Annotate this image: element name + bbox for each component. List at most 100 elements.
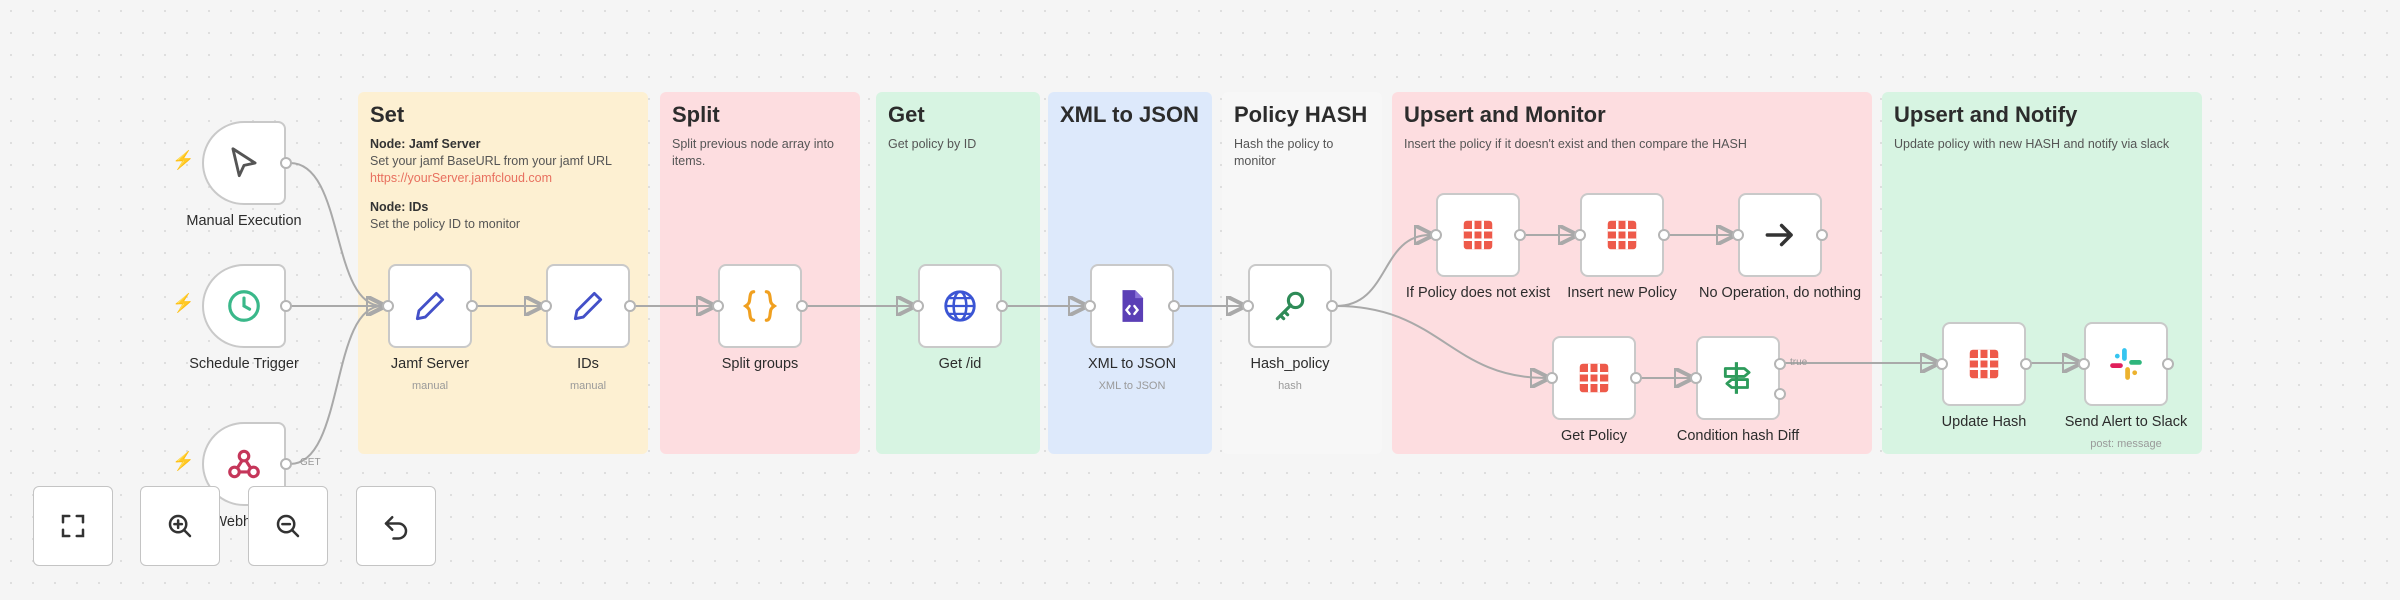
- input-port[interactable]: [382, 300, 394, 312]
- input-port[interactable]: [1084, 300, 1096, 312]
- output-port[interactable]: [1816, 229, 1828, 241]
- sticky-title: Set: [370, 102, 405, 127]
- node-no-operation[interactable]: [1732, 193, 1828, 277]
- node-xml-to-json[interactable]: [1084, 264, 1180, 348]
- output-port[interactable]: [280, 157, 292, 169]
- zoom-out-icon: [276, 514, 300, 538]
- node-split-groups[interactable]: [712, 264, 808, 348]
- table-icon: [1607, 220, 1637, 250]
- output-port[interactable]: [796, 300, 808, 312]
- table-icon: [1579, 363, 1609, 393]
- slack-icon: [2110, 348, 2142, 380]
- output-port[interactable]: [1168, 300, 1180, 312]
- input-port[interactable]: [540, 300, 552, 312]
- sticky-title: Upsert and Notify: [1894, 102, 2078, 127]
- input-port[interactable]: [2078, 358, 2090, 370]
- node-manual-execution[interactable]: [202, 121, 292, 205]
- edge-label: true: [1790, 357, 1808, 368]
- signpost-icon: [1723, 362, 1751, 394]
- node-label: Send Alert to Slack: [2064, 414, 2188, 430]
- sticky-body: Hash the policy to monitor: [1234, 137, 1334, 168]
- pencil-icon: [573, 291, 603, 321]
- note-heading: Node: IDs: [370, 200, 429, 214]
- output-port-false[interactable]: [1774, 388, 1786, 400]
- node-schedule-trigger[interactable]: [202, 264, 292, 348]
- trigger-bolt-icon: ⚡: [172, 293, 195, 313]
- node-send-alert-to-slack[interactable]: [2078, 322, 2174, 406]
- output-port[interactable]: [624, 300, 636, 312]
- sticky-title: Get: [888, 102, 925, 127]
- node-subtitle: post: message: [2090, 438, 2162, 450]
- note-text: Set the policy ID to monitor: [370, 217, 521, 231]
- node-if-policy-does-not-exist[interactable]: [1430, 193, 1526, 277]
- node-subtitle: manual: [411, 380, 449, 392]
- pencil-icon: [415, 291, 445, 321]
- output-port[interactable]: [466, 300, 478, 312]
- node-ids[interactable]: [540, 264, 636, 348]
- sticky-body: Update policy with new HASH and notify v…: [1894, 137, 2170, 151]
- input-port[interactable]: [1690, 372, 1702, 384]
- node-insert-new-policy[interactable]: [1574, 193, 1670, 277]
- node-jamf-server[interactable]: [382, 264, 478, 348]
- output-port[interactable]: [280, 300, 292, 312]
- cursor-icon: [231, 147, 257, 178]
- edge-label: GET: [300, 457, 321, 468]
- node-label: Split groups: [721, 356, 799, 372]
- node-label: No Operation, do nothing: [1698, 285, 1862, 301]
- globe-icon: [944, 290, 976, 322]
- output-port[interactable]: [1630, 372, 1642, 384]
- sticky-title: XML to JSON: [1060, 102, 1199, 127]
- sticky-body: Get policy by ID: [888, 137, 977, 151]
- input-port[interactable]: [1430, 229, 1442, 241]
- output-port[interactable]: [2020, 358, 2032, 370]
- node-label: Condition hash Diff: [1676, 428, 1800, 444]
- output-port[interactable]: [2162, 358, 2174, 370]
- note-text: Set your jamf BaseURL from your jamf URL: [370, 154, 612, 168]
- note-link[interactable]: https://yourServer.jamfcloud.com: [370, 171, 553, 185]
- output-port-true[interactable]: [1774, 358, 1786, 370]
- table-icon: [1969, 349, 1999, 379]
- output-port[interactable]: [1658, 229, 1670, 241]
- sticky-body: Insert the policy if it doesn't exist an…: [1404, 137, 1747, 151]
- node-hash-policy[interactable]: [1242, 264, 1338, 348]
- table-icon: [1463, 220, 1493, 250]
- output-port[interactable]: [996, 300, 1008, 312]
- node-label: Schedule Trigger: [189, 356, 299, 372]
- zoom-in-button[interactable]: [140, 486, 220, 566]
- webhook-icon: [228, 449, 260, 479]
- trigger-bolt-icon: ⚡: [172, 150, 195, 170]
- zoom-in-icon: [168, 514, 192, 538]
- output-port[interactable]: [280, 458, 292, 470]
- node-condition-hash-diff[interactable]: [1690, 336, 1786, 420]
- sticky-title: Split: [672, 102, 720, 127]
- code-file-icon: [1122, 290, 1144, 322]
- clock-icon: [228, 290, 260, 322]
- undo-button[interactable]: [356, 486, 436, 566]
- output-port[interactable]: [1326, 300, 1338, 312]
- node-label: Jamf Server: [390, 356, 470, 372]
- input-port[interactable]: [1546, 372, 1558, 384]
- sticky-body: Node: Jamf Server Set your jamf BaseURL …: [370, 136, 636, 233]
- input-port[interactable]: [912, 300, 924, 312]
- node-label: Insert new Policy: [1567, 285, 1677, 301]
- input-port[interactable]: [1732, 229, 1744, 241]
- node-label: Manual Execution: [186, 213, 302, 229]
- node-update-hash[interactable]: [1936, 322, 2032, 406]
- fit-view-button[interactable]: [33, 486, 113, 566]
- input-port[interactable]: [1574, 229, 1586, 241]
- sticky-title: Policy HASH: [1234, 102, 1368, 127]
- key-icon: [1275, 291, 1305, 321]
- trigger-bolt-icon: ⚡: [172, 451, 195, 471]
- zoom-out-button[interactable]: [248, 486, 328, 566]
- output-port[interactable]: [1514, 229, 1526, 241]
- braces-icon: [742, 290, 778, 322]
- node-get-id[interactable]: [912, 264, 1008, 348]
- node-label: XML to JSON: [1087, 356, 1177, 372]
- input-port[interactable]: [712, 300, 724, 312]
- node-subtitle: hash: [1278, 380, 1302, 392]
- arrow-right-icon: [1765, 223, 1793, 247]
- input-port[interactable]: [1242, 300, 1254, 312]
- node-get-policy[interactable]: [1546, 336, 1642, 420]
- input-port[interactable]: [1936, 358, 1948, 370]
